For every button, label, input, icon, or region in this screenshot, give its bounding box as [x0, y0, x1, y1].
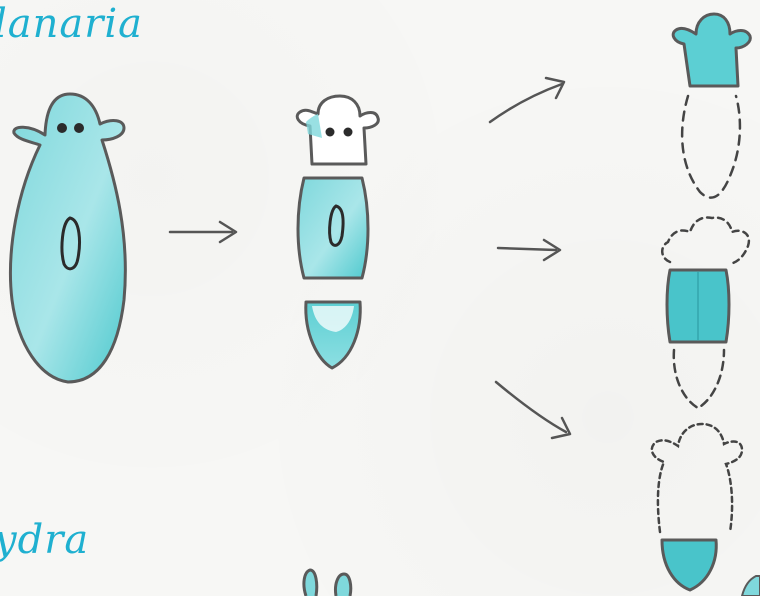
arrow-down-right-icon [496, 382, 570, 438]
regrown-tail-outline [674, 350, 724, 408]
top-head-piece [673, 14, 750, 86]
cut-middle-piece [298, 178, 368, 278]
regenerated-from-middle [662, 218, 749, 408]
head-eye-left [326, 128, 335, 137]
planarian-cut-pieces [297, 96, 378, 368]
hydra-partial [304, 570, 351, 596]
planarian-body [10, 94, 125, 382]
regrown-head-outline [662, 218, 749, 264]
hydra-tentacle-left [304, 570, 317, 596]
arrow-up-right-icon [490, 78, 564, 122]
regrown-head-body-outline [652, 424, 742, 532]
arrow-right-icon [170, 222, 236, 242]
planarian-eye-left [57, 123, 67, 133]
head-eye-right [344, 128, 353, 137]
bottom-tail-piece [662, 540, 716, 590]
planarian-whole [10, 94, 125, 382]
edge-wash [742, 576, 760, 596]
arrow-right-icon [498, 240, 560, 260]
regenerated-from-tail [652, 424, 742, 590]
planarian-eye-right [74, 123, 84, 133]
regrown-body-outline [682, 96, 740, 198]
hydra-tentacle-right [335, 574, 350, 596]
regenerated-from-head [673, 14, 750, 198]
